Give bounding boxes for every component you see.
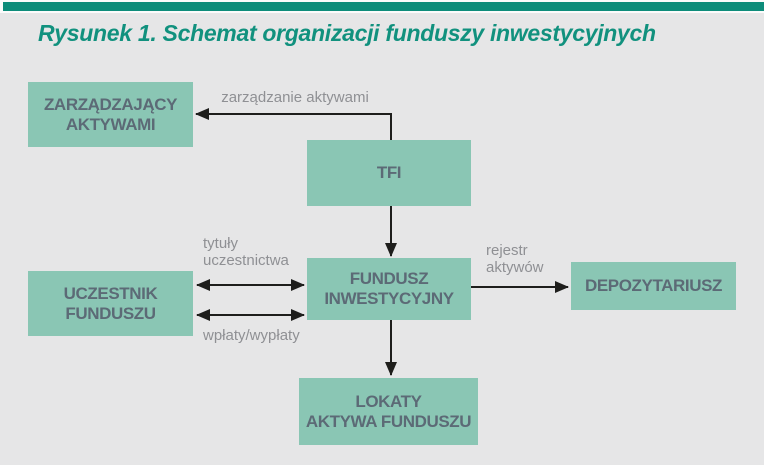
node-zarzadzajacy-aktywami: ZARZĄDZAJĄCY AKTYWAMI xyxy=(28,82,193,147)
node-label-line: LOKATY xyxy=(355,391,422,411)
edge-label-tytuly-uczestnictwa: tytuły uczestnictwa xyxy=(203,235,289,269)
node-label-line: DEPOZYTARIUSZ xyxy=(584,276,723,295)
node-tfi: TFI xyxy=(307,140,471,206)
node-label-line: FUNDUSZU xyxy=(65,303,156,323)
node-fundusz-inwestycyjny: FUNDUSZ INWESTYCYJNY xyxy=(307,258,471,320)
node-label-line: UCZESTNIK xyxy=(63,283,158,303)
edge-label-zarzadzanie-aktywami: zarządzanie aktywami xyxy=(221,89,369,106)
node-label-line: TFI xyxy=(376,163,402,182)
node-depozytariusz: DEPOZYTARIUSZ xyxy=(571,262,736,310)
edge-label-rejestr-aktywow: rejestr aktywów xyxy=(486,242,544,276)
edge-label-wplaty-wyplaty: wpłaty/wypłaty xyxy=(203,327,300,344)
node-uczestnik-funduszu: UCZESTNIK FUNDUSZU xyxy=(28,271,193,336)
figure-title: Rysunek 1. Schemat organizacji funduszy … xyxy=(38,20,656,46)
node-lokaty-aktywa-funduszu: LOKATY AKTYWA FUNDUSZU xyxy=(299,378,478,445)
top-accent-bar xyxy=(3,2,764,11)
node-label-line: AKTYWAMI xyxy=(65,114,156,134)
node-label-line: FUNDUSZ xyxy=(349,269,429,288)
node-label-line: AKTYWA FUNDUSZU xyxy=(305,411,472,431)
node-label-line: INWESTYCYJNY xyxy=(324,289,454,308)
node-label-line: ZARZĄDZAJĄCY xyxy=(43,94,178,114)
